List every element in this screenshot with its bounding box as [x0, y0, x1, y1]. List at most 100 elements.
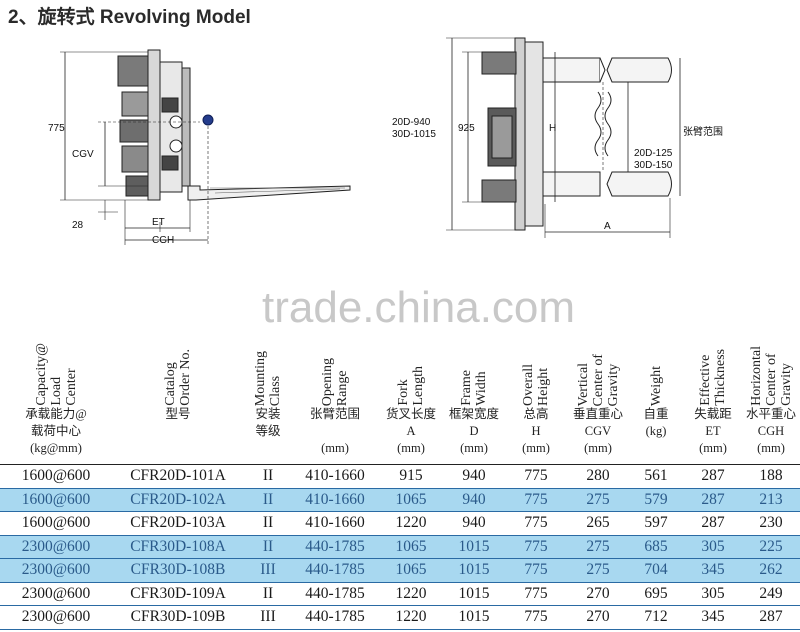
header-cgh-zh: 水平重心 CGH (mm): [745, 407, 796, 455]
header-et-zh: 失载距 ET (mm): [694, 407, 732, 455]
cell-cgv: 275: [568, 534, 628, 559]
cell-mounting-class: II: [244, 581, 292, 606]
cell-opening-range: 440-1785: [292, 558, 378, 582]
dim-cgh-label: CGH: [152, 235, 174, 246]
cell-opening-range: 440-1785: [292, 534, 378, 559]
cell-mounting-class: II: [244, 487, 292, 512]
dim-20d940-label: 20D-940: [392, 117, 431, 128]
cell-opening-range: 440-1785: [292, 605, 378, 630]
cell-capacity: 1600@600: [0, 511, 112, 535]
cell-capacity: 1600@600: [0, 464, 112, 488]
dim-a-label: A: [604, 221, 611, 232]
cell-overall-height: 775: [504, 605, 568, 630]
dim-28-label: 28: [72, 220, 84, 231]
cell-cgv: 275: [568, 558, 628, 582]
cell-overall-height: 775: [504, 464, 568, 488]
cell-et: 305: [684, 534, 742, 559]
cell-et: 287: [684, 487, 742, 512]
header-cgh: Horizontal Center of Gravity 水平重心 CGH (m…: [742, 312, 800, 464]
cell-cgh: 213: [742, 487, 800, 512]
cell-et: 287: [684, 511, 742, 535]
header-overall-height: Overall Height 总高 H (mm): [504, 312, 568, 464]
cell-weight: 561: [628, 464, 684, 488]
cell-mounting-class: II: [244, 511, 292, 535]
cell-capacity: 1600@600: [0, 487, 112, 512]
cell-capacity: 2300@600: [0, 581, 112, 606]
cell-opening-range: 410-1660: [292, 487, 378, 512]
cell-et: 345: [684, 605, 742, 630]
header-et: Effective Thickness 失载距 ET (mm): [684, 312, 742, 464]
header-et-en: Effective Thickness: [698, 349, 728, 406]
cell-et: 345: [684, 558, 742, 582]
watermark: trade.china.com: [262, 283, 576, 332]
cell-frame-width: 940: [444, 511, 504, 535]
cell-cgh: 287: [742, 605, 800, 630]
cell-mounting-class: III: [244, 605, 292, 630]
cell-capacity: 2300@600: [0, 534, 112, 559]
header-fork-length: Fork Length 货叉长度 A (mm): [378, 312, 444, 464]
dim-et-label: ET: [152, 217, 165, 228]
dim-775-label: 775: [48, 123, 65, 134]
cell-cgh: 230: [742, 511, 800, 535]
header-capacity: Capacity@ Load Center 承载能力@ 载荷中心 (kg@mm): [0, 312, 112, 464]
dim-925-label: 925: [458, 123, 475, 134]
dim-20d125-label: 20D-125: [634, 148, 673, 159]
cell-weight: 712: [628, 605, 684, 630]
cell-catalog-no: CFR30D-108B: [112, 558, 244, 582]
header-overall-height-en: Overall Height: [521, 364, 551, 406]
header-weight-zh: 自重 (kg): [643, 407, 669, 438]
cell-frame-width: 1015: [444, 605, 504, 630]
cell-cgv: 270: [568, 581, 628, 606]
cell-catalog-no: CFR30D-108A: [112, 534, 244, 559]
cell-frame-width: 1015: [444, 581, 504, 606]
header-weight: Weight 自重 (kg): [628, 312, 684, 464]
header-mounting: Mounting Class 安装 等级: [244, 312, 292, 464]
cell-fork-length: 1065: [378, 487, 444, 512]
cell-cgh: 225: [742, 534, 800, 559]
cell-fork-length: 915: [378, 464, 444, 488]
cell-overall-height: 775: [504, 487, 568, 512]
dim-30d150-label: 30D-150: [634, 160, 673, 171]
cell-capacity: 2300@600: [0, 558, 112, 582]
cell-cgv: 275: [568, 487, 628, 512]
dim-range-label: 张臂范围: [683, 125, 723, 138]
cell-catalog-no: CFR20D-101A: [112, 464, 244, 488]
cell-cgh: 188: [742, 464, 800, 488]
front-view-drawing: [446, 37, 681, 238]
cell-cgh: 262: [742, 558, 800, 582]
header-catalog-zh: 型号: [165, 407, 191, 421]
cell-et: 305: [684, 581, 742, 606]
header-opening-en: Opening Range: [320, 357, 350, 406]
header-cgv: Vertical Center of Gravity 垂直重心 CGV (mm): [568, 312, 628, 464]
header-cgv-zh: 垂直重心 CGV (mm): [572, 407, 623, 455]
cell-fork-length: 1220: [378, 605, 444, 630]
header-mounting-zh: 安装 等级: [255, 407, 281, 438]
cell-frame-width: 1015: [444, 558, 504, 582]
cell-frame-width: 940: [444, 487, 504, 512]
header-capacity-zh: 承载能力@ 载荷中心 (kg@mm): [25, 407, 87, 455]
header-frame-width-zh: 框架宽度 D (mm): [448, 407, 499, 455]
cell-fork-length: 1220: [378, 511, 444, 535]
page-title: 2、旋转式 Revolving Model: [8, 7, 251, 28]
header-frame-width-en: Frame Width: [459, 370, 489, 406]
cell-catalog-no: CFR20D-102A: [112, 487, 244, 512]
cell-opening-range: 410-1660: [292, 511, 378, 535]
header-catalog: Catalog Order No. 型号: [112, 312, 244, 464]
header-frame-width: Frame Width 框架宽度 D (mm): [444, 312, 504, 464]
cell-overall-height: 775: [504, 558, 568, 582]
cell-frame-width: 1015: [444, 534, 504, 559]
cell-overall-height: 775: [504, 511, 568, 535]
cell-overall-height: 775: [504, 534, 568, 559]
header-mounting-en: Mounting Class: [253, 350, 283, 406]
cell-weight: 597: [628, 511, 684, 535]
cell-cgv: 265: [568, 511, 628, 535]
cell-catalog-no: CFR30D-109B: [112, 605, 244, 630]
revolving-model-diagram: 775 CGV 28 ET CGH: [48, 37, 723, 246]
cell-cgv: 270: [568, 605, 628, 630]
